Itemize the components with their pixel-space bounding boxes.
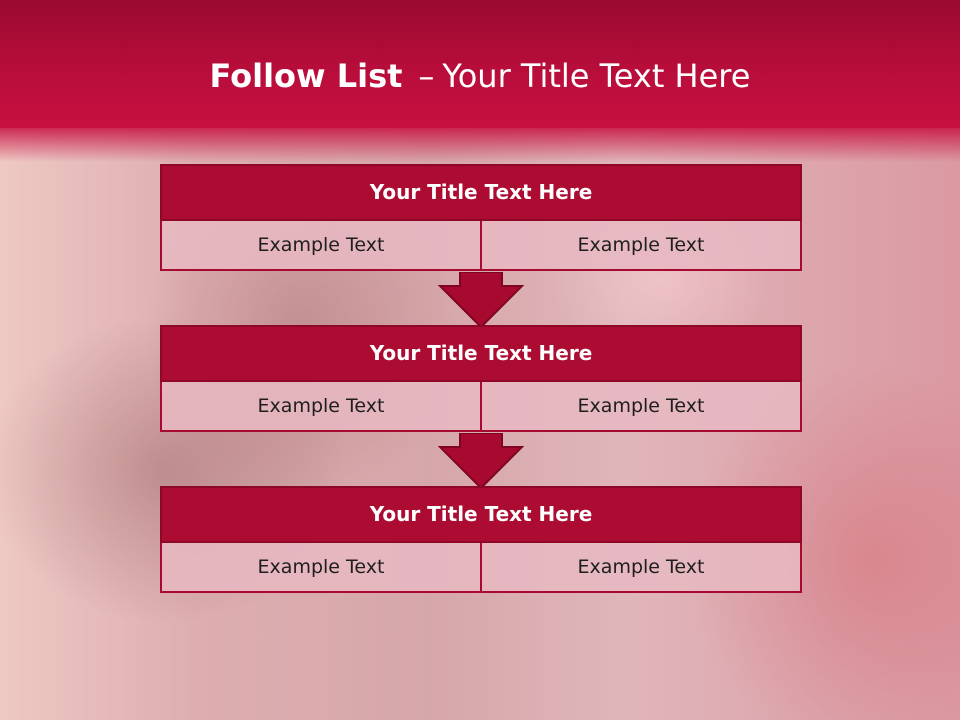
step-cell: Example Text — [482, 221, 802, 271]
step-row: Example Text Example Text — [160, 543, 802, 593]
step-title: Your Title Text Here — [160, 325, 802, 382]
slide-title-rest: Your Title Text Here — [442, 57, 751, 95]
step-cell: Example Text — [482, 543, 802, 593]
step-title: Your Title Text Here — [160, 486, 802, 543]
step-block-1: Your Title Text Here Example Text Exampl… — [160, 164, 802, 271]
slide-title-bold: Follow List — [209, 57, 403, 95]
step-block-3: Your Title Text Here Example Text Exampl… — [160, 486, 802, 593]
slide-title-separator: – — [418, 57, 435, 95]
down-arrow-icon — [438, 433, 524, 489]
step-title: Your Title Text Here — [160, 164, 802, 221]
step-cell: Example Text — [160, 221, 482, 271]
step-cell: Example Text — [160, 382, 482, 432]
step-cell: Example Text — [160, 543, 482, 593]
step-cell: Example Text — [482, 382, 802, 432]
header-band — [0, 0, 960, 162]
step-row: Example Text Example Text — [160, 382, 802, 432]
slide-title: Follow List–Your Title Text Here — [0, 54, 960, 98]
down-arrow-icon — [438, 272, 524, 328]
step-row: Example Text Example Text — [160, 221, 802, 271]
step-block-2: Your Title Text Here Example Text Exampl… — [160, 325, 802, 432]
